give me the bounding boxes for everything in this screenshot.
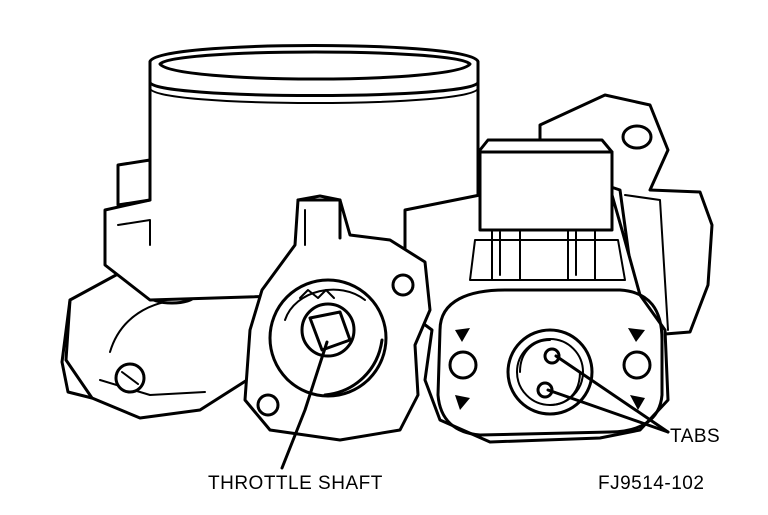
housing-screw-left [448,350,478,380]
tabs-leader-upper [554,354,670,434]
throttle-shaft-label: THROTTLE SHAFT [208,473,383,494]
throttle-shaft-leader [280,340,329,470]
tab-upper [543,347,561,365]
housing-screw-right [622,350,652,380]
sensor-housing [403,193,670,444]
throttle-shaft-end [308,310,352,352]
iac-housing [243,194,432,442]
boss-hole [621,124,653,150]
sensor-connector [469,138,626,281]
bracket-bolt [114,362,146,394]
tabs-leader-lower [546,388,670,434]
figure-id: FJ9514-102 [598,473,705,494]
iac-screw-top [391,273,415,297]
tabs-label: TABS [670,426,721,447]
iac-screw-bottom [256,393,280,417]
